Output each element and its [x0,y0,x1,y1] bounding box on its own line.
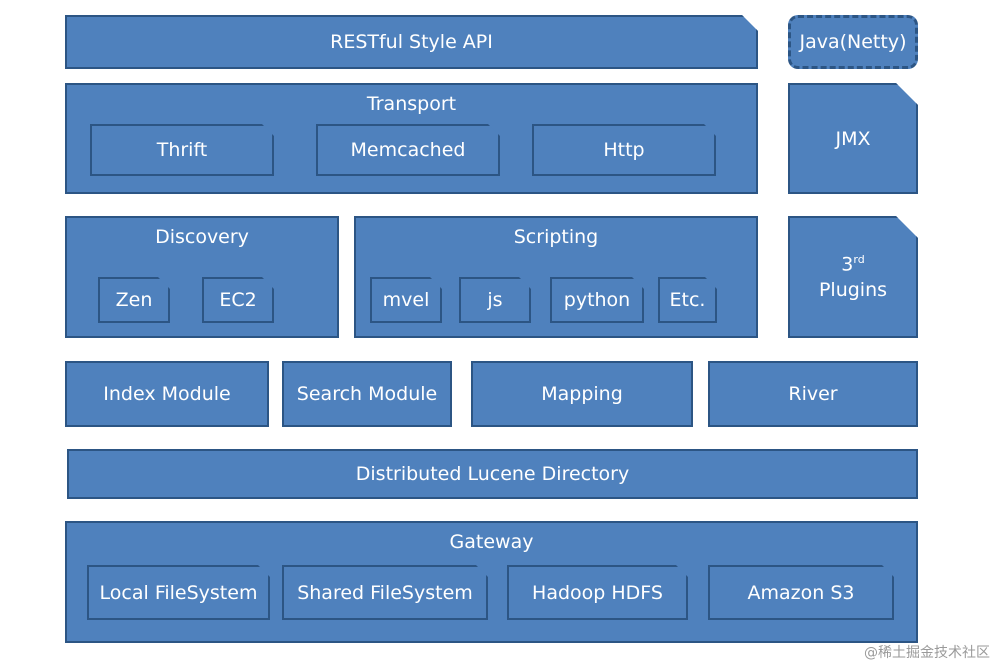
gateway-local-fs: Local FileSystem [87,565,270,620]
mapping-label: Mapping [541,383,623,405]
gateway-shared-fs: Shared FileSystem [282,565,488,620]
river-label: River [788,383,838,405]
watermark: @稀土掘金技术社区 [864,645,990,661]
gateway-title: Gateway [449,531,534,553]
transport-http-label: Http [603,139,645,161]
river-box: River [708,361,918,427]
scripting-js: js [459,277,531,323]
plugins-ordinal-suffix: rd [853,252,865,266]
gateway-local-fs-label: Local FileSystem [99,581,258,604]
jmx-label: JMX [835,127,871,150]
transport-thrift: Thrift [90,124,274,176]
gateway-hadoop-hdfs: Hadoop HDFS [507,565,688,620]
mapping-box: Mapping [471,361,693,427]
restful-api-label: RESTful Style API [330,31,493,53]
discovery-ec2: EC2 [202,277,274,323]
plugins-ordinal: 3rd [841,253,864,275]
distributed-lucene-box: Distributed Lucene Directory [67,449,918,499]
search-module-box: Search Module [282,361,452,427]
discovery-zen: Zen [98,277,170,323]
transport-http: Http [532,124,716,176]
transport-memcached: Memcached [316,124,500,176]
scripting-title: Scripting [513,226,599,248]
scripting-mvel-label: mvel [382,289,430,311]
scripting-python: python [550,277,644,323]
discovery-title: Discovery [155,226,249,248]
restful-api-box: RESTful Style API [65,15,758,69]
scripting-mvel: mvel [370,277,442,323]
transport-memcached-label: Memcached [350,139,466,161]
plugins-ordinal-number: 3 [841,253,854,276]
gateway-amazon-s3-label: Amazon S3 [747,581,855,604]
gateway-shared-fs-label: Shared FileSystem [297,581,473,604]
gateway-hadoop-hdfs-label: Hadoop HDFS [532,581,663,604]
plugins-label: Plugins [818,279,888,302]
scripting-etc: Etc. [658,277,717,323]
index-module-label: Index Module [103,383,231,405]
jmx-box: JMX [788,83,918,194]
discovery-zen-label: Zen [115,289,153,311]
distributed-lucene-label: Distributed Lucene Directory [355,463,630,485]
transport-title: Transport [366,93,457,115]
scripting-etc-label: Etc. [669,289,706,311]
transport-thrift-label: Thrift [156,139,208,161]
search-module-label: Search Module [296,383,438,405]
java-netty-label: Java(Netty) [799,31,907,53]
scripting-js-label: js [487,289,503,311]
gateway-amazon-s3: Amazon S3 [708,565,894,620]
java-netty-box: Java(Netty) [788,15,918,69]
scripting-python-label: python [563,289,631,311]
index-module-box: Index Module [65,361,269,427]
discovery-ec2-label: EC2 [219,289,257,311]
plugins-box: 3rd Plugins [788,216,918,338]
